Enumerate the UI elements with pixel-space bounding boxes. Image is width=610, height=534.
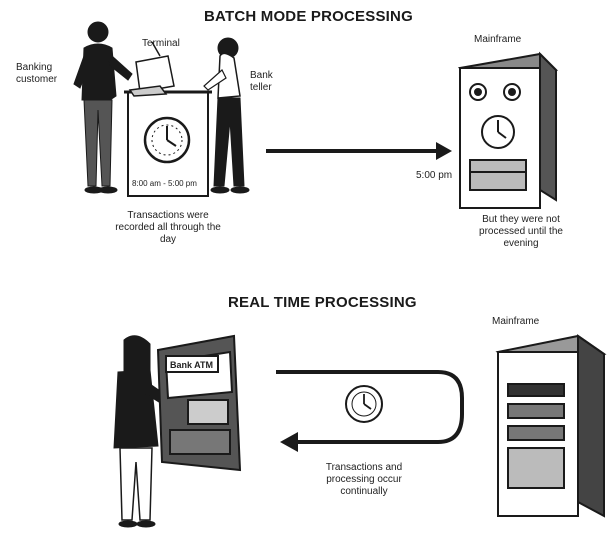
realtime-mainframe-label: Mainframe [492,316,540,327]
terminal-icon [128,41,175,97]
clock-hours-label: 8:00 am - 5:00 pm [132,179,197,188]
realtime-arrowhead [280,432,298,452]
batch-arrow [266,142,452,160]
atm-sign-label: Bank ATM [170,360,214,370]
realtime-loop-arrow [276,370,464,444]
atm-machine-icon [156,334,242,472]
realtime-caption: Transactions and processing occur contin… [325,462,403,497]
batch-caption-right: But they were not processed until the ev… [479,214,563,249]
banking-customer-figure [73,21,133,194]
bank-teller-label: Bank teller [250,70,273,93]
bank-teller-figure [203,37,250,194]
batch-arrow-time: 5:00 pm [416,170,453,181]
realtime-title: REAL TIME PROCESSING [228,294,417,311]
terminal-label: Terminal [142,38,180,49]
realtime-clock-icon [345,385,383,423]
batch-mainframe-label: Mainframe [474,34,522,45]
batch-caption-left: Transactions were recorded all through t… [115,210,221,245]
realtime-mainframe-icon [495,334,607,518]
banking-customer-label: Banking customer [16,62,58,85]
batch-mode-title: BATCH MODE PROCESSING [204,8,413,25]
batch-mainframe-icon [457,51,559,209]
clock-icon [143,116,191,164]
